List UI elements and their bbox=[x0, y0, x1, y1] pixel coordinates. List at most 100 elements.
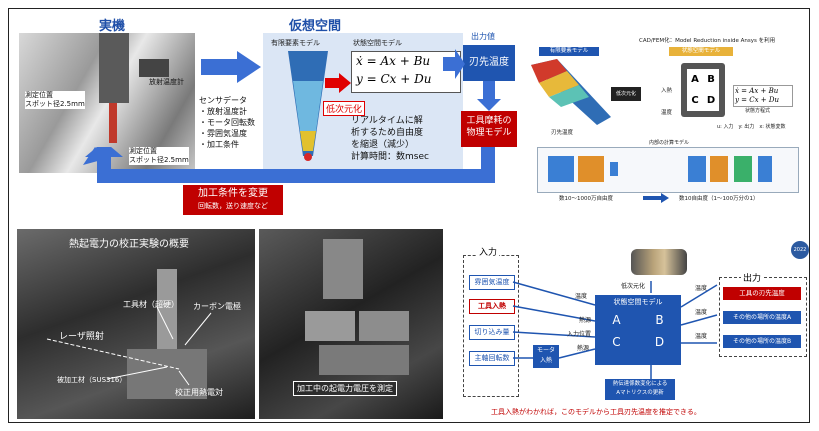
realtime-desc: リアルタイムに解 析するため自由度 を縮退（減少） 計算時間：数msec bbox=[351, 116, 429, 162]
equation-box: ẋ = Ax + Bu y = Cx + Du bbox=[351, 51, 461, 93]
br-motor-heat: モータ 入熱 bbox=[533, 345, 559, 368]
tr-dof-after: 数10自由度（1～100万分の1） bbox=[679, 196, 759, 202]
br-reduced-tool bbox=[631, 249, 687, 275]
thermometer-shape bbox=[139, 59, 169, 77]
tr-ss-label: 状態空間モデル bbox=[669, 47, 733, 56]
bl-carbon-electrode: カーボン電極 bbox=[193, 302, 241, 311]
fem-model-label: 有限要素モデル bbox=[271, 39, 320, 47]
tr-badge: 2022 bbox=[791, 241, 809, 259]
panel-bottom-left: 熱起電力の校正実験の概要 工具材（超硬） カーボン電極 レーザ照射 被加工材（S… bbox=[17, 229, 255, 419]
ss-model-label: 状態空間モデル bbox=[353, 39, 402, 47]
tr-state-eq: 状態方程式 bbox=[745, 108, 771, 114]
panel-top-left: 実機 仮想空間 放射温度計 測定位置 スポット径2.5mm 測定位置 スポット径… bbox=[11, 11, 517, 221]
br-matrix-b: B bbox=[655, 313, 664, 327]
br-ss-title: 状態空間モデル bbox=[613, 298, 663, 306]
measure-pos-2: 測定位置 スポット径2.5mm bbox=[129, 147, 189, 165]
bl-thermocouple: 校正用熱電対 bbox=[175, 388, 223, 397]
br-out-temp-2: 温度 bbox=[695, 309, 708, 316]
reduction-label: 低次元化 bbox=[323, 101, 366, 116]
panel-bottom-right: 入力 雰囲気温度 工具入熱 切り込み量 主軸回転数 モータ 入熱 温度 熱源 入… bbox=[455, 245, 809, 421]
bl-workpiece: 被加工材（SUS316） bbox=[57, 376, 127, 384]
br-input-title: 入力 bbox=[477, 245, 500, 258]
virtual-box: 有限要素モデル 状態空間モデル ẋ = Ax + Bu y = Cx + Du … bbox=[263, 33, 463, 173]
br-matrix-d: D bbox=[654, 335, 665, 349]
tr-calc-block-2 bbox=[578, 156, 604, 182]
bl-tool-material: 工具材（超硬） bbox=[123, 300, 179, 309]
spindle-shape bbox=[99, 33, 129, 103]
tr-calc-block-5 bbox=[710, 156, 728, 182]
br-connectors bbox=[512, 281, 718, 379]
tr-calc-block-6 bbox=[734, 156, 752, 182]
fem-tool-icon bbox=[288, 51, 328, 161]
tr-calc-block-1 bbox=[548, 156, 574, 182]
bm-block-3 bbox=[319, 345, 409, 375]
tr-eq-1: ẋ = Ax + Bu bbox=[735, 87, 779, 95]
tr-dof-arrow bbox=[643, 193, 669, 203]
figure-frame: 実機 仮想空間 放射温度計 測定位置 スポット径2.5mm 測定位置 スポット径… bbox=[8, 8, 810, 423]
tr-eq-box: ẋ = Ax + Bu y = Cx + Du bbox=[733, 85, 793, 107]
tr-matrix-d: D bbox=[706, 95, 716, 106]
tool-tip-temp-box: 刃先温度 bbox=[463, 45, 515, 81]
change-conditions-sub: 回転数，送り速度など bbox=[198, 202, 268, 210]
br-out-temp-1: 温度 bbox=[695, 285, 708, 292]
panel-top-right: CAD/FEM化：Model Reduction inside Ansys を利… bbox=[519, 29, 807, 209]
tr-header: CAD/FEM化：Model Reduction inside Ansys を利… bbox=[639, 38, 776, 44]
bl-title: 熱起電力の校正実験の概要 bbox=[69, 239, 189, 250]
br-matrix-c: C bbox=[612, 335, 621, 349]
tool-shape bbox=[109, 103, 117, 143]
sensor-data-text: センサデータ ・放射温度計 ・モータ回転数 ・雰囲気温度 ・加工条件 bbox=[199, 96, 255, 149]
br-output-2: その他の場所の温度A bbox=[723, 311, 801, 324]
tr-matrix: A B C D bbox=[681, 63, 725, 117]
br-input-1: 雰囲気温度 bbox=[469, 275, 515, 290]
br-pos-label: 入力位置 bbox=[567, 331, 592, 338]
br-output-title: 出力 bbox=[741, 271, 764, 284]
tr-temp-label: 温度 bbox=[661, 110, 673, 116]
radiation-thermometer-label: 放射温度計 bbox=[149, 78, 184, 86]
tr-calc-block-7 bbox=[758, 156, 772, 182]
br-output-3: その他の場所の温度B bbox=[723, 335, 801, 348]
tr-eq-2: y = Cx + Du bbox=[735, 96, 780, 104]
bl-block-shape bbox=[127, 349, 207, 399]
tr-calc-strip bbox=[537, 147, 799, 193]
bl-laser: レーザ照射 bbox=[59, 332, 104, 342]
tr-matrix-c: C bbox=[691, 95, 699, 106]
tr-matrix-b: B bbox=[707, 74, 715, 85]
output-value-label: 出力値 bbox=[471, 32, 495, 41]
bm-caption: 加工中の起電力電圧を測定 bbox=[293, 381, 397, 396]
arrow-virtual-to-output bbox=[443, 49, 465, 79]
equation-2: y = Cx + Du bbox=[356, 72, 432, 86]
change-conditions-title: 加工条件を変更 bbox=[198, 188, 268, 199]
tr-input-label: 入熱 bbox=[661, 88, 673, 94]
br-footer: 工具入熱がわかれば，このモデルから工具刃先温度を推定できる。 bbox=[491, 408, 701, 416]
arrow-output-down bbox=[477, 81, 501, 111]
red-arrow-icon bbox=[325, 73, 351, 93]
tr-internal-calc: 内部の計算モデル bbox=[649, 140, 690, 146]
change-conditions-box: 加工条件を変更 回転数，送り速度など bbox=[183, 185, 283, 215]
tr-calc-block-3 bbox=[610, 162, 618, 176]
br-heat-label-2: 熱源 bbox=[577, 345, 590, 352]
bm-block-2 bbox=[359, 311, 409, 341]
title-real: 実機 bbox=[99, 19, 126, 34]
tr-matrix-inner: A B C D bbox=[687, 69, 719, 111]
tr-fem-tool bbox=[531, 59, 611, 125]
br-output-1: 工具の刃先温度 bbox=[723, 287, 801, 300]
br-input-2: 工具入熱 bbox=[469, 299, 515, 314]
tr-dof-before: 数10～1000万自由度 bbox=[559, 196, 613, 202]
bl-tool-shape bbox=[157, 269, 177, 349]
tr-reduction-arrow: 低次元化 bbox=[611, 87, 641, 101]
feedback-arrow bbox=[83, 147, 495, 183]
br-matrix-a: A bbox=[612, 313, 621, 327]
br-out-temp-3: 温度 bbox=[695, 333, 708, 340]
bm-spindle bbox=[323, 239, 363, 299]
bm-block-1 bbox=[305, 311, 355, 341]
arrow-to-virtual bbox=[201, 51, 261, 83]
equation-1: ẋ = Ax + Bu bbox=[356, 54, 431, 68]
tr-legend: u: 入力 y: 出力 x: 状態変数 bbox=[717, 124, 786, 130]
wear-model-box: 工具摩耗の 物理モデル bbox=[461, 111, 517, 147]
bl-laser-line bbox=[46, 306, 212, 386]
br-ss-model: 状態空間モデル A B C D bbox=[595, 295, 681, 365]
title-virtual: 仮想空間 bbox=[289, 19, 342, 34]
panel-bottom-mid: 加工中の起電力電圧を測定 bbox=[259, 229, 443, 419]
br-heat-label: 熱源 bbox=[579, 317, 592, 324]
tr-fem-label: 有限要素モデル bbox=[539, 47, 599, 56]
